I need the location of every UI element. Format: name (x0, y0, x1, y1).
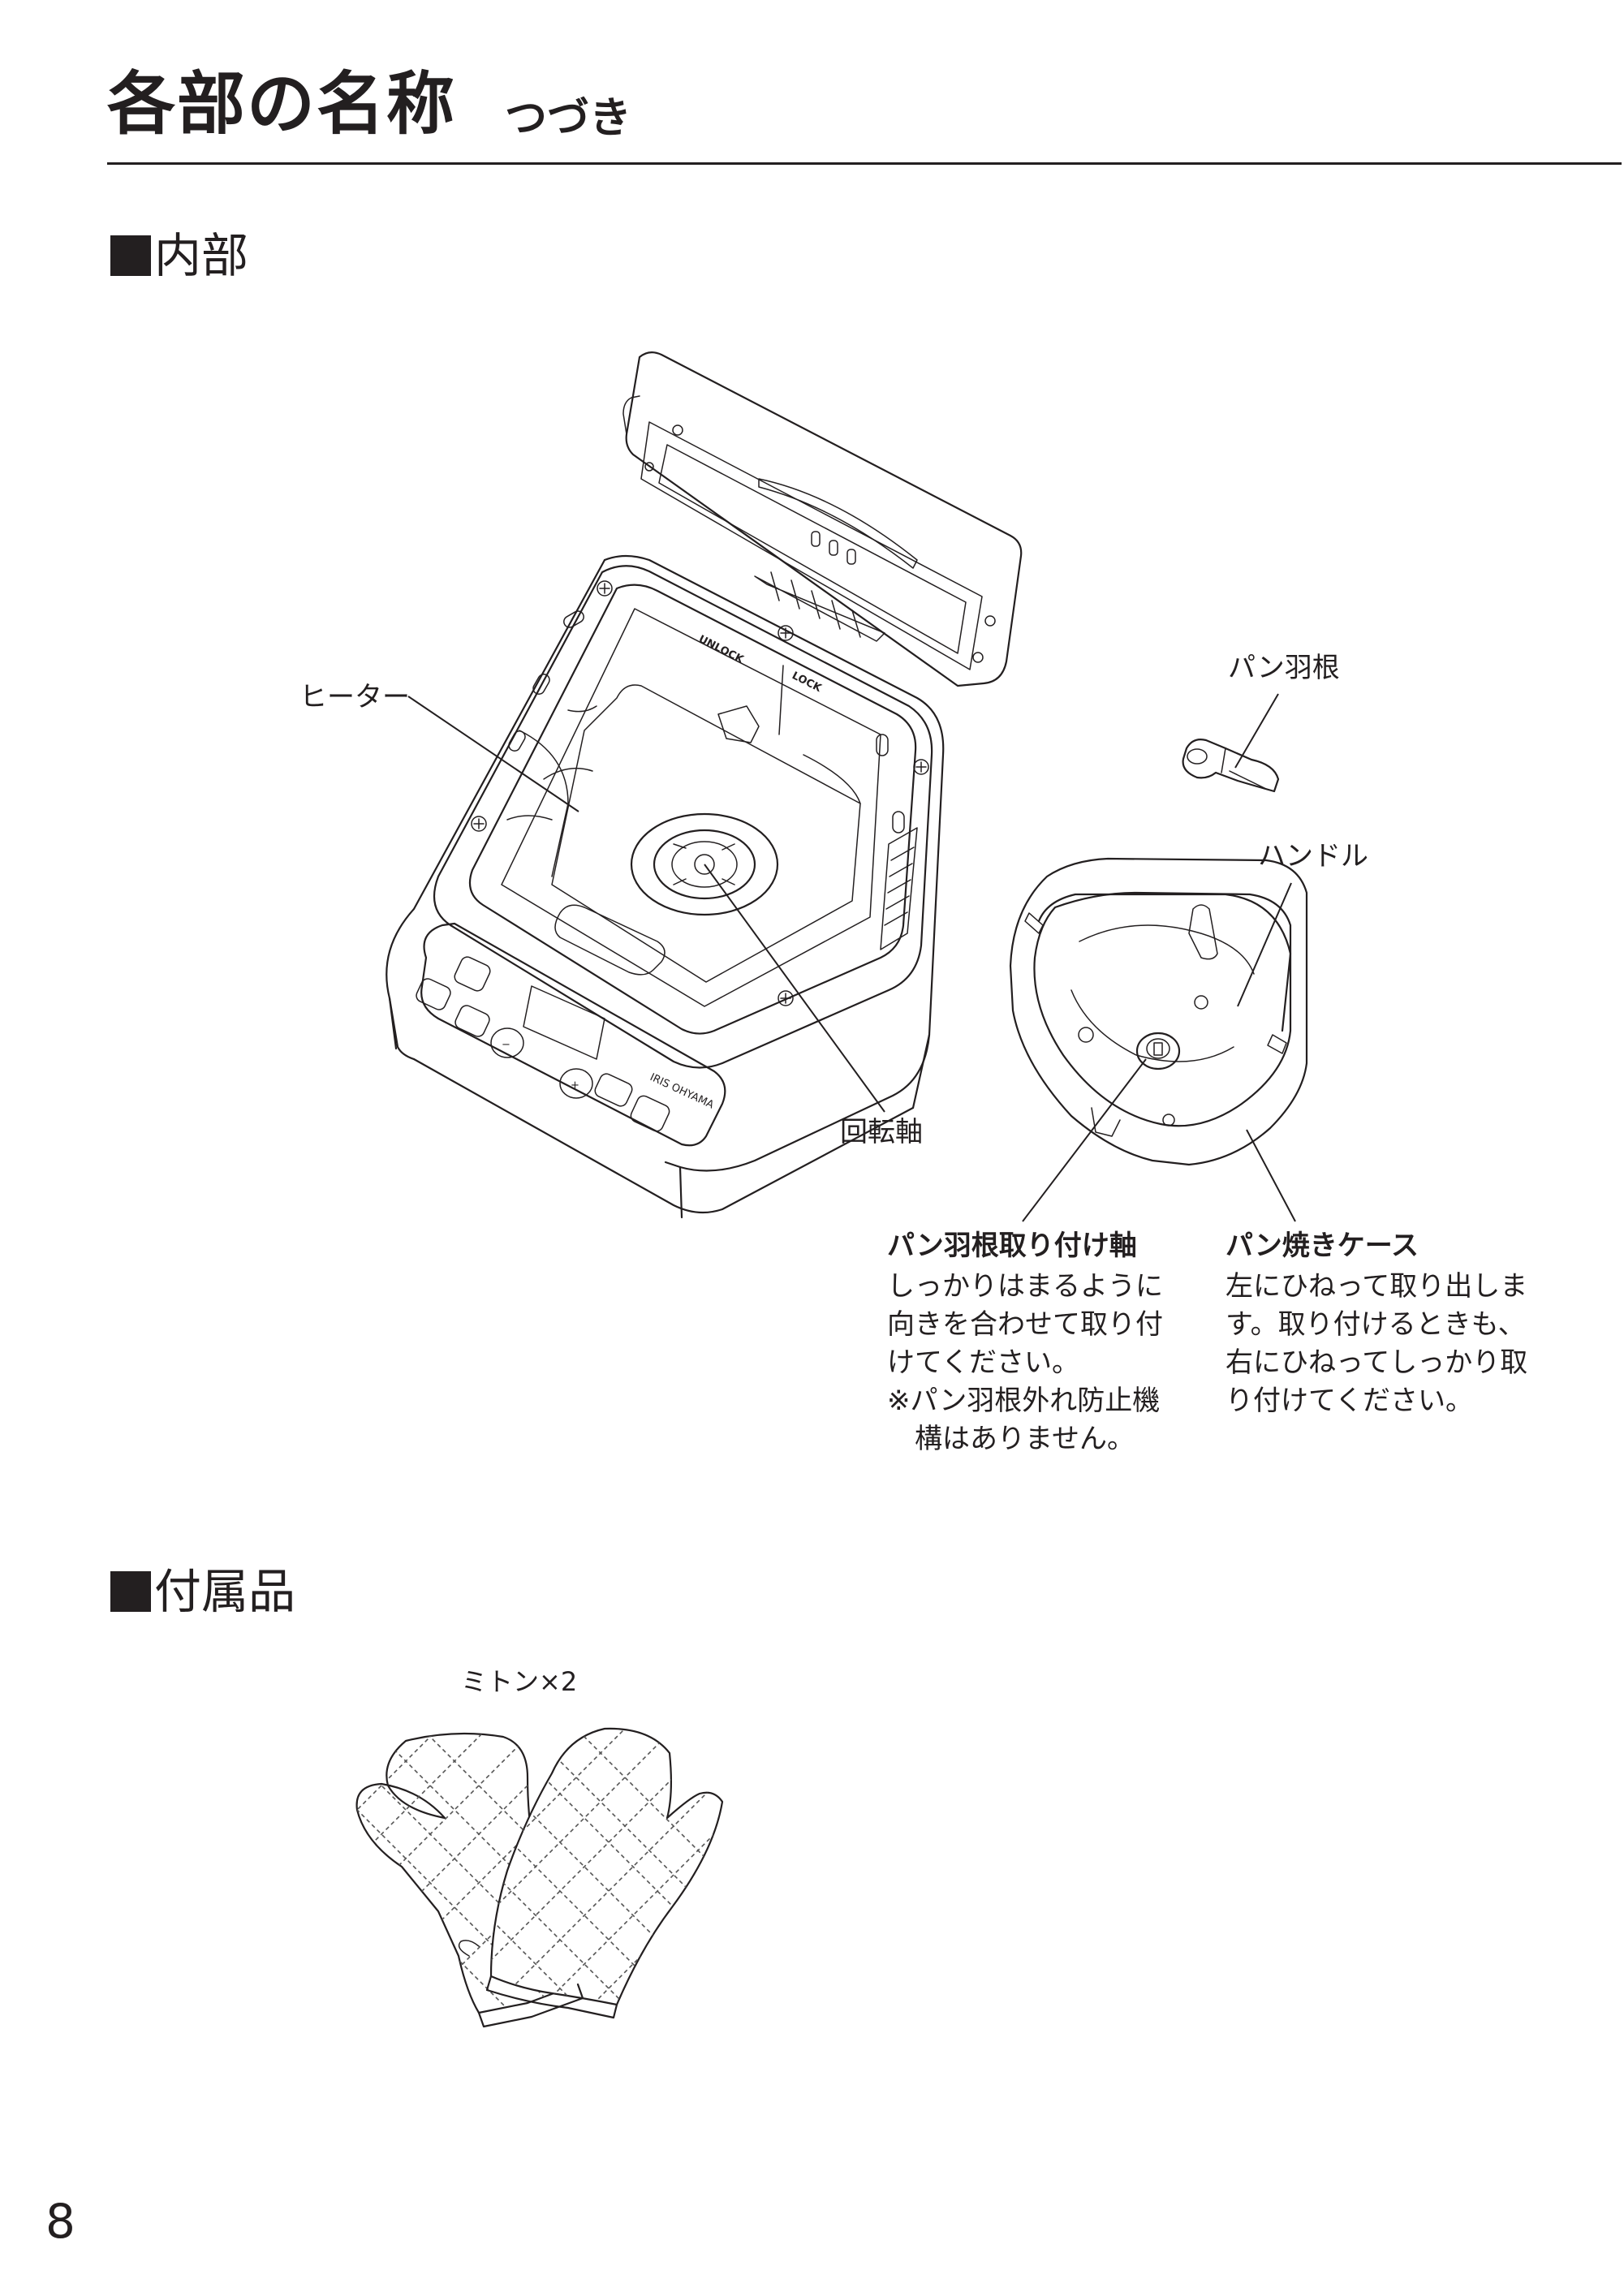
section-heading-interior: 内部 (110, 232, 248, 279)
title-rule (107, 162, 1622, 165)
page-subtitle: つづき (505, 94, 632, 143)
leader-lines (407, 693, 1296, 1222)
note-bread-case-line: 右にひねってしっかり取 (1226, 1346, 1528, 1379)
label-mitten: ミトン×2 (461, 1666, 578, 1697)
note-blade-shaft-line: しっかりはまるように (887, 1270, 1163, 1303)
square-bullet-icon (110, 1571, 151, 1612)
note-blade-shaft: パン羽根取り付け軸 しっかりはまるように 向きを合わせて取り付 けてください。 … (887, 1232, 1163, 1458)
note-bread-case-line: 左にひねって取り出しま (1226, 1270, 1528, 1303)
note-blade-shaft-title: パン羽根取り付け軸 (887, 1230, 1137, 1262)
bread-maker-illustration: UNLOCK LOCK − + IRIS OHYAMA (386, 351, 1023, 1219)
section-heading-accessories: 付属品 (110, 1568, 295, 1615)
note-blade-shaft-line: けてください。 (887, 1346, 1079, 1379)
svg-text:+: + (571, 1079, 579, 1092)
label-rotating-shaft: 回転軸 (840, 1116, 923, 1148)
oven-mitts-illustration (355, 1727, 724, 2028)
note-bread-case-line: す。取り付けるときも、 (1226, 1308, 1526, 1341)
brand-marking: IRIS OHYAMA (648, 1071, 715, 1112)
note-bread-case: パン焼きケース 左にひねって取り出しま す。取り付けるときも、 右にひねってしっ… (1226, 1232, 1527, 1420)
note-bread-case-title: パン焼きケース (1226, 1230, 1419, 1262)
page-number: 8 (45, 2194, 75, 2249)
unlock-marking: UNLOCK (696, 633, 746, 666)
square-bullet-icon (110, 235, 151, 276)
section-heading-interior-text: 内部 (154, 228, 249, 283)
section-heading-accessories-text: 付属品 (154, 1564, 296, 1619)
svg-text:−: − (502, 1039, 510, 1051)
note-blade-shaft-caution: 構はありません。 (887, 1423, 1135, 1455)
kneading-blade-illustration (1182, 739, 1280, 793)
label-handle: ハンドル (1258, 840, 1368, 872)
page-title: 各部の名称 (107, 64, 457, 144)
bread-pan-illustration (1009, 857, 1308, 1166)
label-heater: ヒーター (299, 681, 410, 713)
label-kneading-blade: パン羽根 (1228, 652, 1340, 684)
note-blade-shaft-line: 向きを合わせて取り付 (887, 1308, 1163, 1341)
note-bread-case-line: り付けてください。 (1226, 1385, 1473, 1417)
note-blade-shaft-caution: ※パン羽根外れ防止機 (887, 1385, 1161, 1417)
